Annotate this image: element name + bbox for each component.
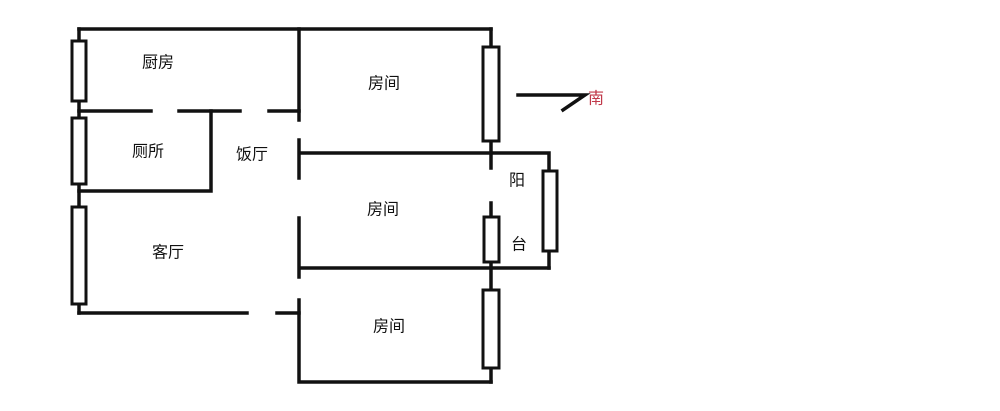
compass: 南: [516, 89, 604, 113]
label-kitchen: 厨房: [142, 53, 174, 72]
label-dining: 饭厅: [236, 145, 268, 164]
window-bedroom-bottom: [481, 288, 501, 370]
window-kitchen: [70, 39, 88, 103]
label-bedroom-middle: 房间: [367, 200, 399, 219]
walls: [77, 27, 551, 384]
label-bedroom-top: 房间: [368, 74, 400, 93]
window-balcony-outer: [541, 169, 559, 253]
label-balcony-2: 台: [511, 235, 527, 254]
windows: [70, 39, 559, 370]
label-living: 客厅: [152, 243, 184, 262]
room-labels: 厨房 房间 厕所 饭厅 阳 房间 客厅 台 房间: [132, 53, 527, 336]
window-toilet: [70, 116, 88, 186]
middle-room-bottom-wall: [297, 216, 551, 279]
label-toilet: 厕所: [132, 142, 164, 161]
toilet-walls: [77, 109, 213, 193]
compass-arrow-icon: [516, 93, 591, 113]
bottom-room-walls: [297, 298, 493, 384]
label-balcony-1: 阳: [509, 171, 525, 190]
label-bedroom-bottom: 房间: [373, 317, 405, 336]
window-balcony-inner: [482, 215, 501, 264]
compass-label: 南: [588, 89, 604, 108]
window-living: [70, 205, 88, 306]
window-bedroom-top: [481, 45, 501, 143]
